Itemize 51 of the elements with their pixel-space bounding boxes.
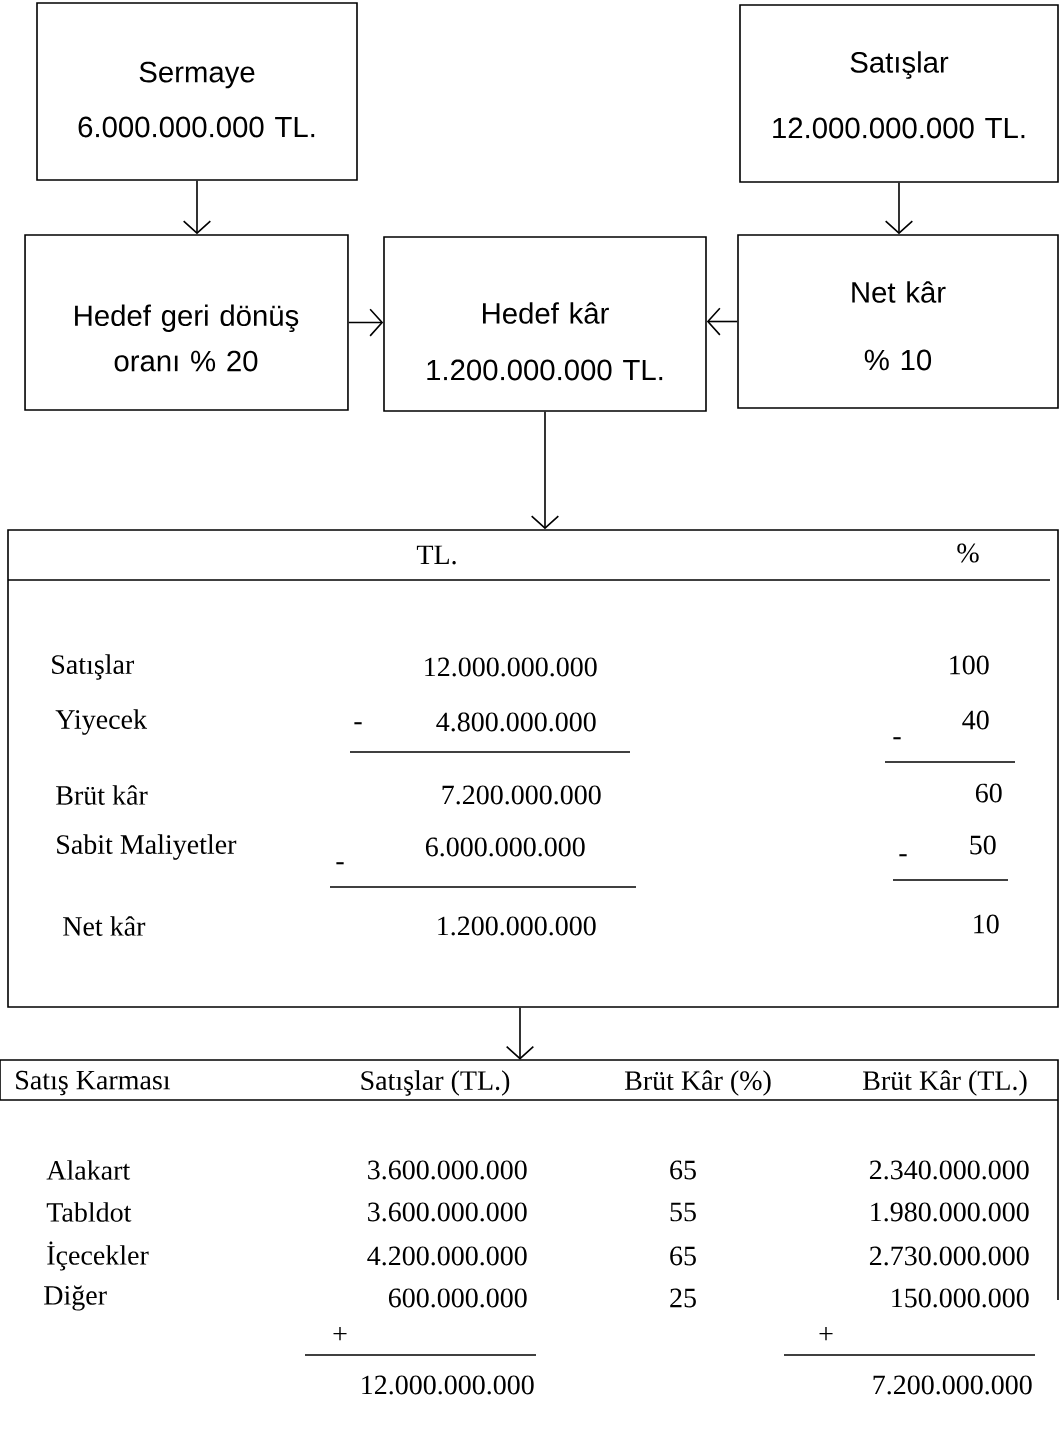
table-cell: 6.000.000.000 [425,837,585,857]
table-cell: 25 [670,1288,696,1308]
table-cell: Sabit Maliyetler [57,834,237,860]
table-cell: - [893,737,901,740]
table-cell: 100 [950,655,989,675]
table-cell: TL. [416,545,456,565]
table-cell: % [957,543,979,563]
table-cell: 600.000.000 [388,1288,527,1308]
table-cell: - [354,722,362,725]
table-cell: Alakart [46,1160,131,1180]
table-cell: 10 [974,914,999,934]
table-cell: Diğer [44,1285,107,1311]
table-cell: 3.600.000.000 [368,1202,527,1222]
table-cell: 4.200.000.000 [367,1246,527,1266]
table-cell: Satışlar [52,654,134,680]
table-cell: 65 [670,1246,696,1266]
process-box: Hedef geri dönüş oranı % 20 [24,234,349,411]
table-cell: Satışlar (TL.) [361,1070,510,1096]
table-cell: 12.000.000.000 [425,657,597,677]
table-cell: Yiyecek [55,709,148,735]
table-cell: 65 [670,1160,696,1180]
table-cell: 12.000.000.000 [362,1375,534,1395]
table-cell: 55 [670,1202,696,1222]
table-cell: 50 [970,835,996,855]
table-cell: 4.800.000.000 [436,712,596,732]
process-box: Sermaye 6.000.000.000 TL. [36,2,358,181]
table-cell: 7.200.000.000 [873,1375,1032,1395]
process-box: Hedef kâr 1.200.000.000 TL. [383,236,707,412]
table-cell: Net kâr [63,916,146,936]
table-cell: Satış Karması [16,1070,171,1096]
table-cell: 1.980.000.000 [871,1202,1029,1222]
arrow [530,411,560,530]
process-box: Net kâr % 10 [737,234,1059,409]
table-cell: 1.200.000.000 [438,916,596,936]
table-cell: 2.730.000.000 [869,1246,1029,1266]
table-cell: Tabldot [46,1202,132,1222]
table-cell: Brüt Kâr (TL.) [863,1070,1027,1096]
table-cell: + [819,1327,833,1341]
table-cell: - [899,854,907,857]
table-cell: Brüt kâr [56,785,148,805]
table-cell: 2.340.000.000 [869,1160,1029,1180]
table-cell: 40 [962,710,989,730]
process-box: Satışlar 12.000.000.000 TL. [739,4,1059,183]
table-cell: 3.600.000.000 [368,1160,527,1180]
table-cell: - [336,862,344,865]
table-cell: Brüt Kâr (%) [624,1070,771,1096]
table-cell: 60 [975,783,1002,803]
table-cell: 7.200.000.000 [442,785,601,805]
table-cell: İçecekler [47,1241,149,1271]
table-cell: + [333,1327,347,1341]
table-cell: 150.000.000 [892,1288,1029,1308]
